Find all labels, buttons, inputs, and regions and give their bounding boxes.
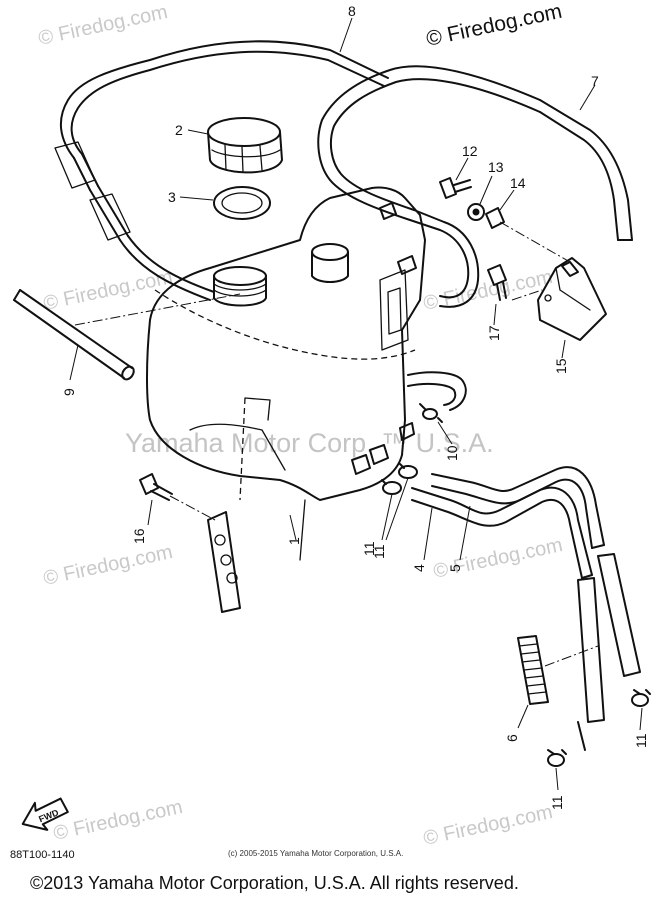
leader-line <box>69 344 79 381</box>
leader-line <box>455 157 469 181</box>
callout-label: 4 <box>411 564 427 572</box>
leader-line <box>437 421 453 445</box>
footer-copyright: ©2013 Yamaha Motor Corporation, U.S.A. A… <box>30 873 519 893</box>
callout-label: 11 <box>549 795 565 810</box>
callout-label: 2 <box>175 122 183 138</box>
callout-label: 3 <box>168 189 176 205</box>
leader-line <box>459 505 471 561</box>
leader-line <box>517 704 529 729</box>
callout-label: 11 <box>361 541 377 556</box>
callout-label: 11 <box>371 544 387 559</box>
leader-line <box>381 493 393 541</box>
leader-line <box>555 767 559 791</box>
callout-label: 7 <box>591 73 599 89</box>
callout-label: 11 <box>633 733 649 748</box>
bracket-15 <box>537 257 607 359</box>
leader-line <box>187 129 209 135</box>
hose-9 <box>13 289 241 381</box>
callout-label: 14 <box>510 175 526 191</box>
clamps-11-tank <box>381 463 418 541</box>
callout-label: 13 <box>488 159 504 175</box>
leader-line <box>385 477 409 541</box>
leader-line <box>544 645 599 667</box>
callout-label: 10 <box>444 445 460 461</box>
fuel-cap-2 <box>187 117 283 174</box>
leader-line <box>499 221 571 263</box>
washer-13 <box>467 175 493 221</box>
watermark-top-right: © Firedog.com <box>424 0 564 51</box>
hose-7 <box>317 65 633 308</box>
leader-line <box>493 303 497 326</box>
callout-label: 8 <box>348 3 356 19</box>
leader-line <box>289 514 297 541</box>
watermark: © Firedog.com <box>421 266 554 315</box>
leader-line <box>499 189 515 211</box>
watermark-center: Yamaha Motor Corp. ™ U.S.A. <box>125 428 494 458</box>
leader-line <box>511 289 543 301</box>
leader-line <box>74 293 241 326</box>
callout-label: 17 <box>486 325 502 341</box>
tube-6 <box>517 635 549 729</box>
leader-line <box>179 196 214 201</box>
hose-lower-segments <box>544 553 641 751</box>
leader-line <box>339 17 353 53</box>
callout-labels: 2 3 8 7 9 1 12 13 14 17 15 10 11 4 5 6 1… <box>61 3 649 810</box>
tank-fittings <box>351 202 467 475</box>
watermark: © Firedog.com <box>36 1 169 50</box>
callout-label: 12 <box>462 143 478 159</box>
watermark: © Firedog.com <box>431 534 564 583</box>
leader-line <box>169 495 216 521</box>
diagram-code: 88T100-1140 <box>10 849 75 861</box>
fuel-tank-1 <box>146 186 426 561</box>
small-copyright: (c) 2005-2015 Yamaha Motor Corporation, … <box>228 849 403 858</box>
callout-label: 6 <box>504 734 520 742</box>
clamp-11-right <box>631 689 651 731</box>
bolt-12 <box>439 157 472 199</box>
collar-14 <box>485 189 515 229</box>
frame-bracket <box>207 511 241 613</box>
bolt-16 <box>139 473 216 526</box>
leader-line <box>639 707 643 731</box>
callout-label: 16 <box>131 528 147 544</box>
gasket-3 <box>179 186 271 220</box>
watermark: © Firedog.com <box>41 541 174 590</box>
bolt-17 <box>487 264 543 326</box>
callout-label: 15 <box>553 358 569 374</box>
watermark: © Firedog.com <box>421 801 554 850</box>
clamp-10 <box>419 403 453 445</box>
leader-line <box>579 84 596 111</box>
leader-line <box>561 339 566 359</box>
leader-line <box>479 175 493 205</box>
leader-line <box>423 507 433 561</box>
hose-5 <box>431 466 605 561</box>
leader-line <box>147 499 153 526</box>
clamp-11-bottom <box>547 749 567 791</box>
callout-label: 1 <box>286 537 302 545</box>
callout-label: 5 <box>447 564 463 572</box>
watermark: © Firedog.com <box>51 796 184 845</box>
hose-8 <box>54 17 389 301</box>
callout-label: 9 <box>61 388 77 396</box>
